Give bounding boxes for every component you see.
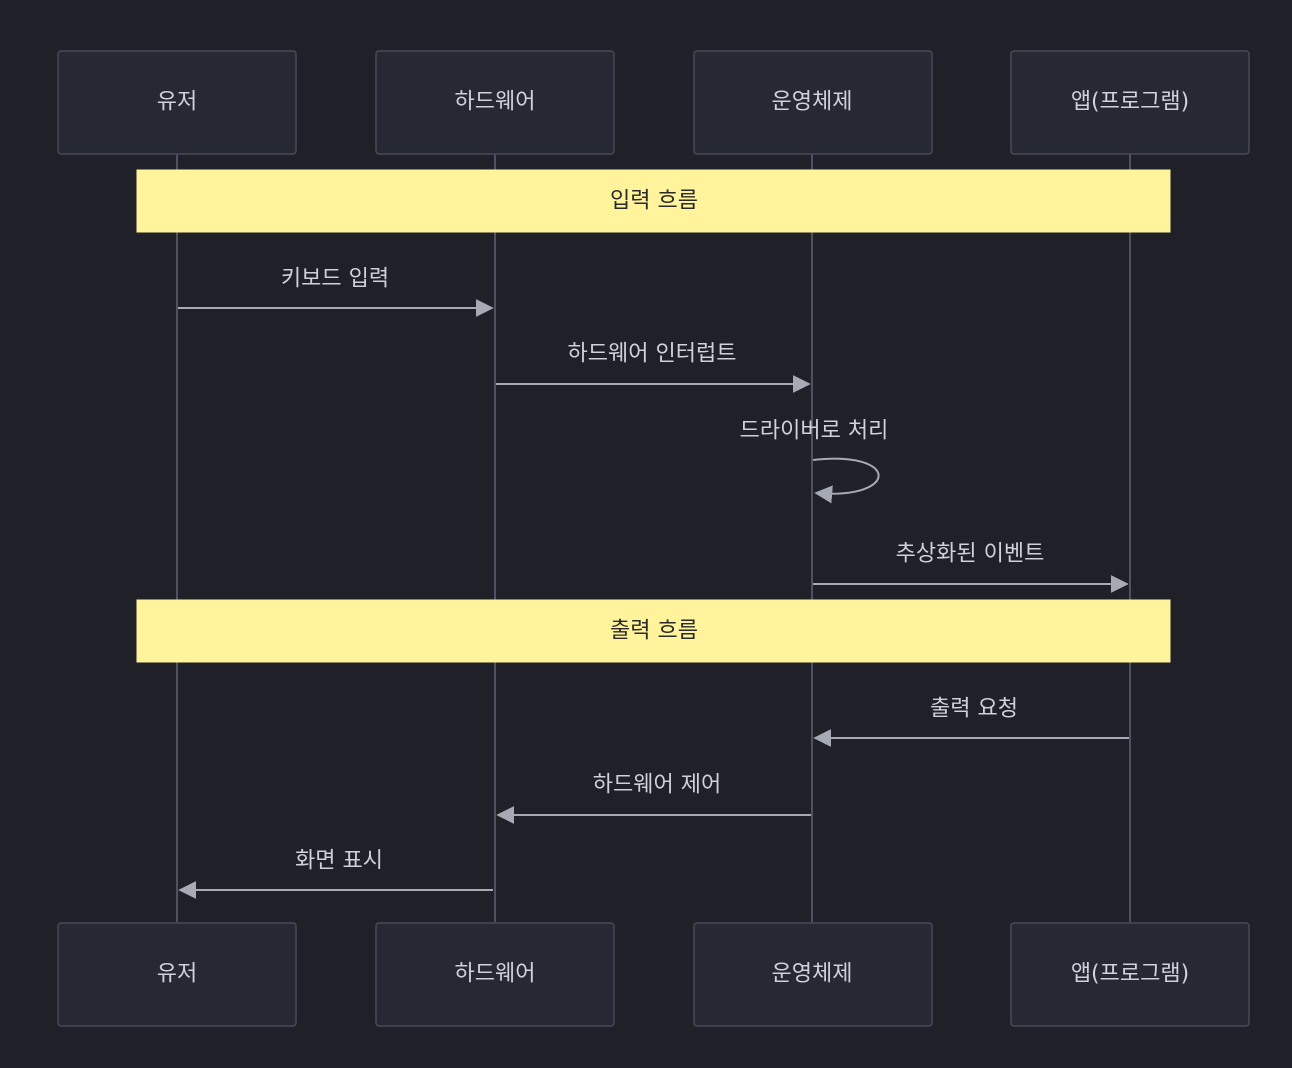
actor-app-top: 앱(프로그램)	[1010, 50, 1250, 155]
message-label: 하드웨어 제어	[593, 773, 721, 798]
message-label: 화면 표시	[295, 849, 383, 874]
note-input-flow-label: 입력 흐름	[610, 189, 698, 214]
actor-os-label: 운영체제	[772, 90, 853, 115]
message-label: 출력 요청	[930, 697, 1018, 722]
actor-hardware-top: 하드웨어	[375, 50, 615, 155]
message-keyboard-input: 키보드 입력	[178, 267, 494, 317]
actor-hardware-label: 하드웨어	[455, 962, 536, 987]
message-hardware-interrupt: 하드웨어 인터럽트	[496, 342, 811, 393]
message-label: 키보드 입력	[281, 267, 389, 292]
actor-app-label: 앱(프로그램)	[1071, 90, 1189, 115]
message-driver-processing: 드라이버로 처리	[740, 419, 889, 504]
note-output-flow: 출력 흐름	[136, 599, 1171, 663]
message-hardware-control: 하드웨어 제어	[496, 773, 811, 824]
actor-user-top: 유저	[57, 50, 297, 155]
message-label: 하드웨어 인터럽트	[568, 342, 737, 367]
message-screen-display: 화면 표시	[178, 849, 493, 899]
actor-app-bottom: 앱(프로그램)	[1010, 922, 1250, 1027]
actor-hardware-label: 하드웨어	[455, 90, 536, 115]
message-abstracted-event: 추상화된 이벤트	[813, 542, 1129, 593]
actor-os-bottom: 운영체제	[693, 922, 933, 1027]
note-input-flow: 입력 흐름	[136, 169, 1171, 233]
actor-os-label: 운영체제	[772, 962, 853, 987]
note-output-flow-label: 출력 흐름	[610, 619, 698, 644]
message-label: 드라이버로 처리	[740, 419, 889, 444]
actor-user-label: 유저	[157, 962, 197, 987]
actor-user-bottom: 유저	[57, 922, 297, 1027]
actor-app-label: 앱(프로그램)	[1071, 962, 1189, 987]
message-output-request: 출력 요청	[813, 697, 1129, 747]
message-label: 추상화된 이벤트	[896, 542, 1045, 567]
actor-hardware-bottom: 하드웨어	[375, 922, 615, 1027]
actor-user-label: 유저	[157, 90, 197, 115]
actor-os-top: 운영체제	[693, 50, 933, 155]
